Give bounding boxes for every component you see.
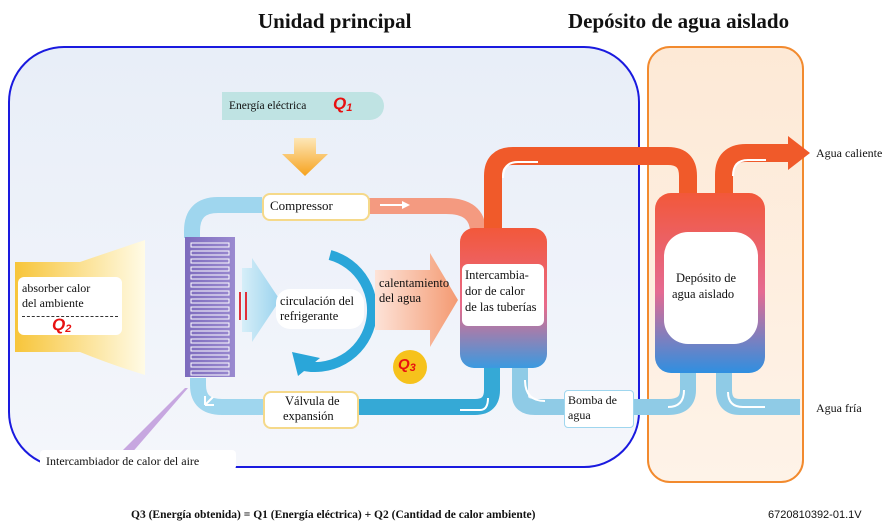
heat-exchanger-fin [190,362,230,368]
water-heating-line2: del agua [379,291,421,305]
heat-exchanger-fin [190,306,230,312]
hot-water-label: Agua caliente [816,146,883,160]
air-heat-exchanger-fins [190,242,230,376]
cold-water-label: Agua fría [816,401,862,415]
pipe-hx-line2: dor de calor [465,284,525,298]
tank-line2: agua aislado [672,287,735,301]
flow-arrow-cold-4 [727,391,765,408]
refrigerant-pipe-hot [364,198,486,233]
heat-exchanger-fin [190,242,230,248]
air-hx-label: Intercambiador de calor del aire [46,454,200,468]
heat-exchanger-fin [190,346,230,352]
water-tank-panel [664,232,758,344]
heat-exchanger-fin [190,322,230,328]
energy-down-arrow [282,138,328,176]
flow-arrow-refrigerant [204,396,214,406]
ambient-heat-box [18,277,122,335]
expansion-valve-line2: expansión [283,409,334,423]
electric-energy-label: Energía eléctrica [229,100,307,112]
heat-exchanger-fin [190,314,230,320]
expansion-valve-line1: Válvula de [285,394,340,408]
ambient-heat-line2: del ambiente [22,296,84,310]
pipe-heat-exchanger-panel [462,264,544,326]
water-pump-line2: agua [568,408,591,422]
q3-badge [393,350,427,384]
compressor-label: Compressor [270,198,333,213]
q3-label: Q3 [398,356,416,374]
tank-title: Depósito de agua aislado [568,9,790,33]
ambient-heat-dash [22,316,118,317]
refrigerant-circulation-arrowhead [292,352,320,376]
heat-exchanger-fin [190,338,230,344]
refrigerant-circulation-arrow [298,250,378,372]
hot-water-outlet-pipe [715,144,790,198]
energy-formula: Q3 (Energía obtenida) = Q1 (Energía eléc… [131,509,536,521]
heat-exchanger-fin [190,330,230,336]
flow-arrow-hot-1 [502,161,538,179]
heat-exchanger-fin [190,282,230,288]
water-pump-line1: Bomba de [568,393,617,407]
water-heating-arrow [375,253,458,347]
refrigerant-pipe-cold [184,197,262,238]
flow-arrow-cold-1 [460,397,489,411]
heat-exchanger-fin [190,274,230,280]
main-unit-title: Unidad principal [258,9,412,33]
hot-flow-arrowhead [402,201,410,209]
q2-label: Q2 [52,315,72,335]
water-heating-line1: calentamiento [379,276,450,290]
heat-exchanger-fin [190,290,230,296]
electric-energy-banner [222,92,384,120]
refrigerant-coil-marks [239,292,247,320]
air-hx-pointer [118,388,188,455]
flow-arrow-cold-2 [524,379,546,402]
refrigerant-line2: refrigerante [280,309,339,323]
heat-exchanger-fin [190,250,230,256]
heat-exchanger-fin [190,298,230,304]
flow-arrow-cold-3 [667,389,685,408]
expansion-valve-box [263,391,359,429]
pipe-hx-line1: Intercambia- [465,268,529,282]
ambient-heat-line1: absorber calor [22,281,91,295]
heat-exchanger-fin [190,370,230,376]
air-to-refrigerant-arrow [242,258,280,342]
heat-exchanger-fin [190,354,230,360]
heat-exchanger-fin [190,266,230,272]
hot-water-pipe [484,147,697,232]
pipe-hx-line3: de las tuberías [465,300,537,314]
q1-label: Q1 [333,94,353,114]
figure-code: 6720810392-01.1V [768,509,862,521]
refrigerant-line1: circulación del [280,294,354,308]
hot-water-outlet-arrowhead [788,136,810,170]
refrigerant-box [276,289,364,329]
tank-line1: Depósito de [676,271,737,285]
air-hx-label-box [40,450,236,470]
compressor-box [262,193,370,221]
water-pump-box [564,390,634,428]
flow-arrow-hot-2 [732,159,766,177]
heat-exchanger-fin [190,258,230,264]
